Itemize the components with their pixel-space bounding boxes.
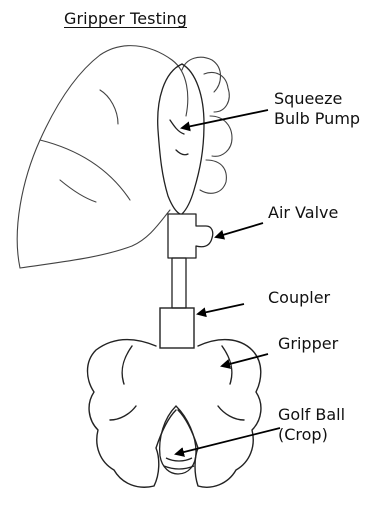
label-arrows <box>176 110 280 454</box>
arrow-air-valve <box>216 223 263 237</box>
golf-ball-sketch <box>160 406 196 474</box>
label-squeeze-bulb-line1: Squeeze <box>274 89 342 108</box>
label-gripper: Gripper <box>278 334 338 353</box>
hand-sketch <box>17 46 232 268</box>
label-coupler: Coupler <box>268 288 330 307</box>
label-squeeze-bulb-line2: Bulb Pump <box>274 109 360 128</box>
bulb-pump-sketch <box>158 64 204 214</box>
arrow-coupler <box>198 304 244 314</box>
label-air-valve: Air Valve <box>268 203 338 222</box>
label-golf-ball-line1: Golf Ball <box>278 405 345 424</box>
air-valve-sketch <box>168 214 213 308</box>
arrow-squeeze-bulb <box>182 110 268 128</box>
coupler-sketch <box>160 308 194 348</box>
label-golf-ball-line2: (Crop) <box>278 425 328 444</box>
